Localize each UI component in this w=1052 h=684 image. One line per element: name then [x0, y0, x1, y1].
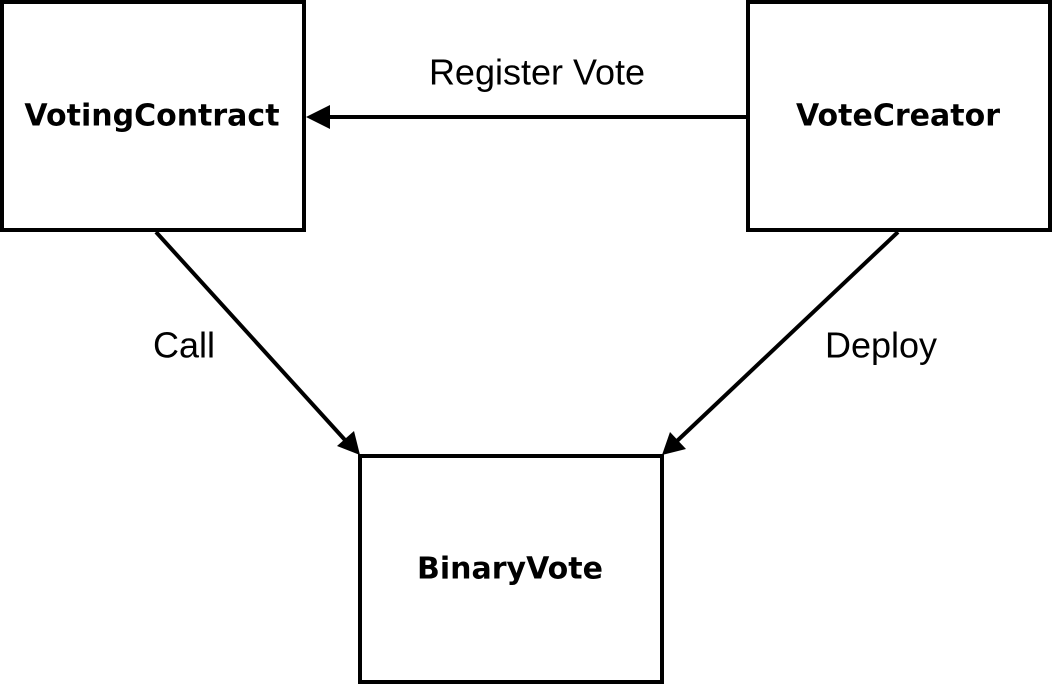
edge-deploy-label: Deploy [825, 325, 937, 366]
edge-register-vote-label: Register Vote [429, 52, 645, 93]
edge-register-vote: Register Vote [306, 52, 748, 129]
edge-call-arrowhead [337, 431, 360, 455]
edge-call-label: Call [153, 325, 215, 366]
edge-call: Call [153, 230, 360, 455]
edge-deploy-line [675, 230, 900, 443]
node-voting-contract-box [0, 0, 306, 232]
node-voting-contract: VotingContract [0, 0, 306, 232]
edge-deploy-arrowhead [662, 432, 686, 455]
node-voting-contract-label: VotingContract [24, 99, 279, 134]
edge-deploy: Deploy [662, 230, 937, 455]
node-binary-vote: BinaryVote [358, 454, 664, 684]
node-binary-vote-label: BinaryVote [417, 552, 603, 587]
node-vote-creator: VoteCreator [746, 0, 1052, 232]
edge-register-vote-arrowhead [306, 105, 330, 129]
edge-call-line [154, 230, 347, 442]
node-binary-vote-box [358, 454, 664, 684]
node-vote-creator-box [746, 0, 1052, 232]
node-vote-creator-label: VoteCreator [796, 99, 1000, 134]
